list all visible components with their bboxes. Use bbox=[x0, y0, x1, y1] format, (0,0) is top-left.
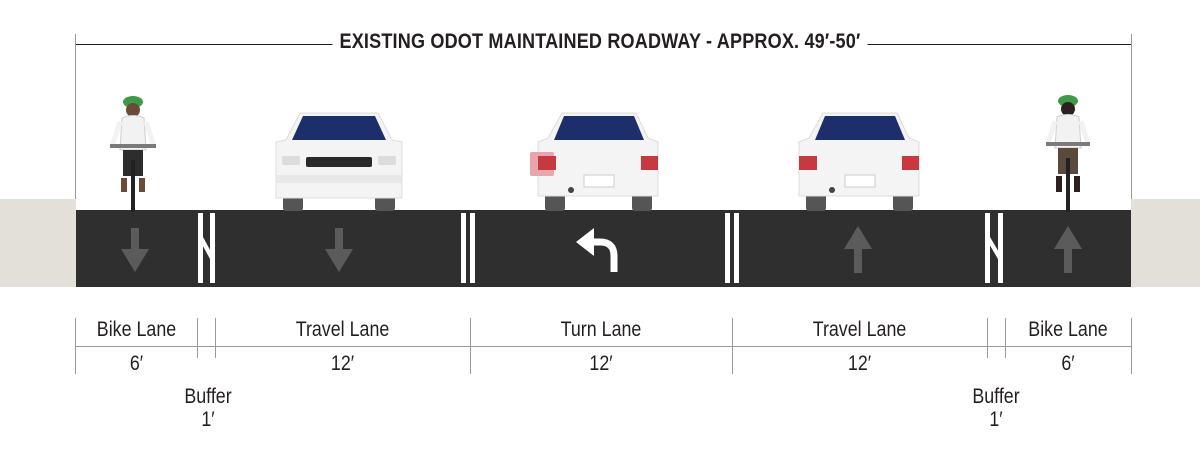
lane-label-turn: Turn Lane bbox=[560, 318, 642, 341]
buffer-marking-left bbox=[198, 213, 215, 283]
lane-width-buffer-left: 1′ bbox=[201, 408, 215, 431]
sidewalk-right bbox=[1131, 199, 1200, 287]
dimension-tick-right bbox=[1131, 34, 1132, 209]
center-line-right bbox=[725, 213, 739, 283]
lane-width-travel-left: 12′ bbox=[330, 352, 355, 375]
car-rear-icon bbox=[530, 112, 659, 211]
lane-label-bike-right: Bike Lane bbox=[1028, 318, 1108, 341]
center-line-left bbox=[461, 213, 475, 283]
lane-width-travel-right: 12′ bbox=[847, 352, 872, 375]
cyclist-right-icon bbox=[1045, 95, 1091, 212]
dimension-tick-left bbox=[75, 34, 76, 209]
lane-label-buffer-right: Buffer bbox=[972, 385, 1020, 408]
up-arrow-icon bbox=[844, 226, 872, 273]
roadway-title: EXISTING ODOT MAINTAINED ROADWAY - APPRO… bbox=[84, 30, 1116, 54]
up-arrow-icon bbox=[1054, 226, 1082, 273]
left-turn-arrow-icon bbox=[590, 238, 618, 272]
down-arrow-icon bbox=[325, 228, 353, 272]
sidewalk-left bbox=[0, 199, 76, 287]
cyclist-left-icon bbox=[109, 96, 157, 212]
lane-dimension-ticks bbox=[75, 318, 1132, 374]
lane-label-travel-right: Travel Lane bbox=[812, 318, 907, 341]
down-arrow-icon bbox=[121, 228, 149, 272]
lane-label-bike-left: Bike Lane bbox=[96, 318, 177, 341]
lane-width-turn: 12′ bbox=[589, 352, 613, 375]
car-rear-icon bbox=[798, 112, 920, 211]
car-front-icon bbox=[275, 112, 403, 211]
lane-width-bike-right: 6′ bbox=[1061, 352, 1075, 375]
lane-label-travel-left: Travel Lane bbox=[295, 318, 390, 341]
lane-label-buffer-left: Buffer bbox=[184, 385, 232, 408]
road-surface bbox=[76, 210, 1131, 287]
lane-width-bike-left: 6′ bbox=[129, 352, 144, 375]
left-turn-arrowhead bbox=[576, 228, 594, 256]
buffer-marking-right bbox=[985, 213, 1003, 283]
lane-width-buffer-right: 1′ bbox=[989, 408, 1003, 431]
